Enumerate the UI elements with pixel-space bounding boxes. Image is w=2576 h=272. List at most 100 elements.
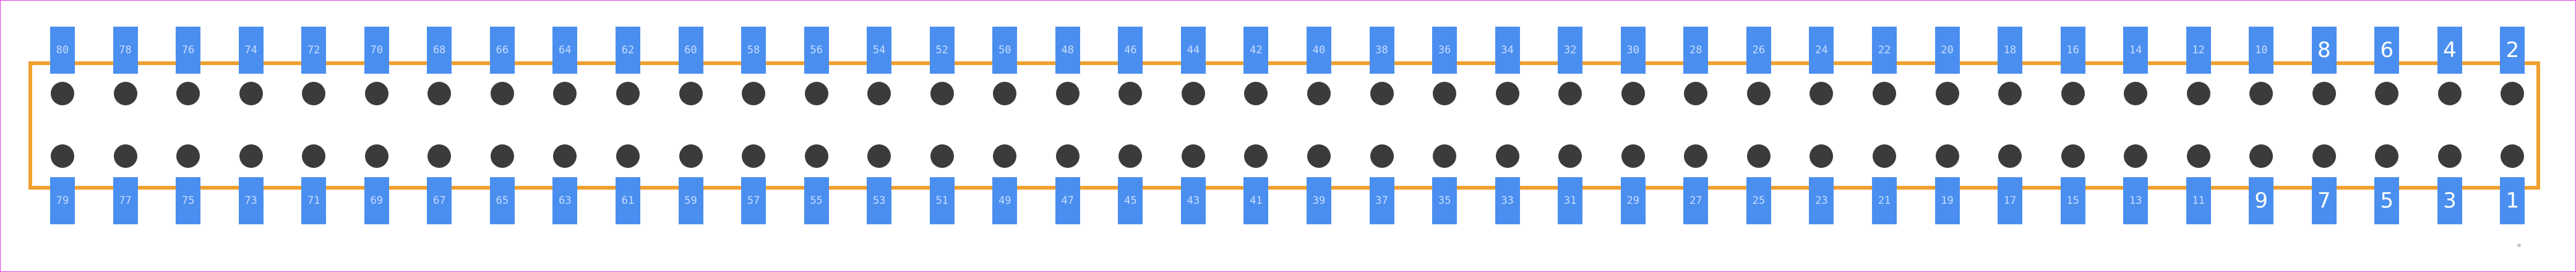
drill-hole-8 — [2312, 82, 2336, 105]
pad-17: 17 — [1998, 177, 2023, 224]
drill-hole-64 — [553, 82, 577, 105]
drill-hole-27 — [1684, 144, 1708, 168]
drill-hole-46 — [1118, 82, 1143, 105]
drill-hole-61 — [616, 144, 640, 168]
drill-hole-30 — [1621, 82, 1645, 105]
silkscreen-bottom-line — [28, 186, 2540, 190]
drill-hole-65 — [490, 144, 514, 168]
drill-hole-39 — [1307, 144, 1331, 168]
drill-hole-4 — [2437, 82, 2462, 105]
drill-hole-7 — [2312, 144, 2336, 168]
drill-hole-53 — [867, 144, 891, 168]
pad-64: 64 — [552, 27, 578, 74]
pad-55: 55 — [804, 177, 829, 224]
drill-hole-56 — [804, 82, 828, 105]
pad-30: 30 — [1620, 27, 1646, 74]
drill-hole-10 — [2249, 82, 2273, 105]
pad-29: 29 — [1620, 177, 1646, 224]
drill-hole-5 — [2375, 144, 2399, 168]
pad-46: 46 — [1118, 27, 1143, 74]
drill-hole-33 — [1495, 144, 1519, 168]
pad-42: 42 — [1243, 27, 1269, 74]
pad-80: 80 — [50, 27, 75, 74]
pad-60: 60 — [678, 27, 703, 74]
origin-marker — [2517, 243, 2521, 247]
drill-hole-28 — [1684, 82, 1708, 105]
drill-hole-3 — [2437, 144, 2462, 168]
pad-79: 79 — [50, 177, 75, 224]
pad-14: 14 — [2123, 27, 2149, 74]
drill-hole-63 — [553, 144, 577, 168]
drill-hole-73 — [239, 144, 263, 168]
drill-hole-42 — [1244, 82, 1268, 105]
drill-hole-69 — [364, 144, 389, 168]
pad-76: 76 — [176, 27, 201, 74]
pad-56: 56 — [804, 27, 829, 74]
pad-69: 69 — [364, 177, 389, 224]
pad-66: 66 — [489, 27, 515, 74]
drill-hole-34 — [1495, 82, 1519, 105]
drill-hole-31 — [1558, 144, 1582, 168]
drill-hole-80 — [51, 82, 74, 105]
pad-51: 51 — [929, 177, 955, 224]
drill-hole-79 — [51, 144, 74, 168]
drill-hole-35 — [1433, 144, 1457, 168]
pad-26: 26 — [1746, 27, 1771, 74]
drill-hole-32 — [1558, 82, 1582, 105]
drill-hole-37 — [1370, 144, 1394, 168]
pad-9: 9 — [2249, 177, 2274, 224]
pad-78: 78 — [113, 27, 138, 74]
drill-hole-74 — [239, 82, 263, 105]
drill-hole-55 — [804, 144, 828, 168]
pad-59: 59 — [678, 177, 703, 224]
drill-hole-67 — [427, 144, 452, 168]
drill-hole-38 — [1370, 82, 1394, 105]
pad-1: 1 — [2500, 177, 2525, 224]
pad-25: 25 — [1746, 177, 1771, 224]
silkscreen-top-line — [28, 61, 2540, 65]
pad-12: 12 — [2186, 27, 2211, 74]
silkscreen-left-line — [28, 61, 32, 190]
pad-41: 41 — [1243, 177, 1269, 224]
drill-hole-51 — [930, 144, 954, 168]
drill-hole-60 — [679, 82, 703, 105]
pad-70: 70 — [364, 27, 389, 74]
pad-53: 53 — [867, 177, 892, 224]
pad-50: 50 — [992, 27, 1018, 74]
pad-10: 10 — [2249, 27, 2274, 74]
drill-hole-75 — [176, 144, 200, 168]
pad-28: 28 — [1683, 27, 1709, 74]
drill-hole-17 — [1998, 144, 2022, 168]
drill-hole-14 — [2124, 82, 2148, 105]
pad-2: 2 — [2500, 27, 2525, 74]
pad-45: 45 — [1118, 177, 1143, 224]
pad-36: 36 — [1432, 27, 1458, 74]
drill-hole-72 — [302, 82, 326, 105]
drill-hole-47 — [1055, 144, 1080, 168]
pad-63: 63 — [552, 177, 578, 224]
pad-3: 3 — [2437, 177, 2462, 224]
drill-hole-24 — [1810, 82, 1834, 105]
drill-hole-26 — [1746, 82, 1771, 105]
drill-hole-29 — [1621, 144, 1645, 168]
drill-hole-43 — [1181, 144, 1205, 168]
drill-hole-57 — [742, 144, 766, 168]
pad-24: 24 — [1809, 27, 1834, 74]
pad-47: 47 — [1055, 177, 1080, 224]
pad-8: 8 — [2311, 27, 2337, 74]
pad-16: 16 — [2060, 27, 2085, 74]
pad-22: 22 — [1871, 27, 1897, 74]
drill-hole-6 — [2375, 82, 2399, 105]
pad-18: 18 — [1998, 27, 2023, 74]
pad-19: 19 — [1934, 177, 1960, 224]
pad-68: 68 — [427, 27, 452, 74]
pad-71: 71 — [301, 177, 327, 224]
drill-hole-49 — [993, 144, 1017, 168]
pad-75: 75 — [176, 177, 201, 224]
silkscreen-right-line — [2536, 61, 2540, 190]
drill-hole-25 — [1746, 144, 1771, 168]
pad-62: 62 — [615, 27, 640, 74]
pad-48: 48 — [1055, 27, 1080, 74]
pad-4: 4 — [2437, 27, 2462, 74]
pad-32: 32 — [1558, 27, 1583, 74]
